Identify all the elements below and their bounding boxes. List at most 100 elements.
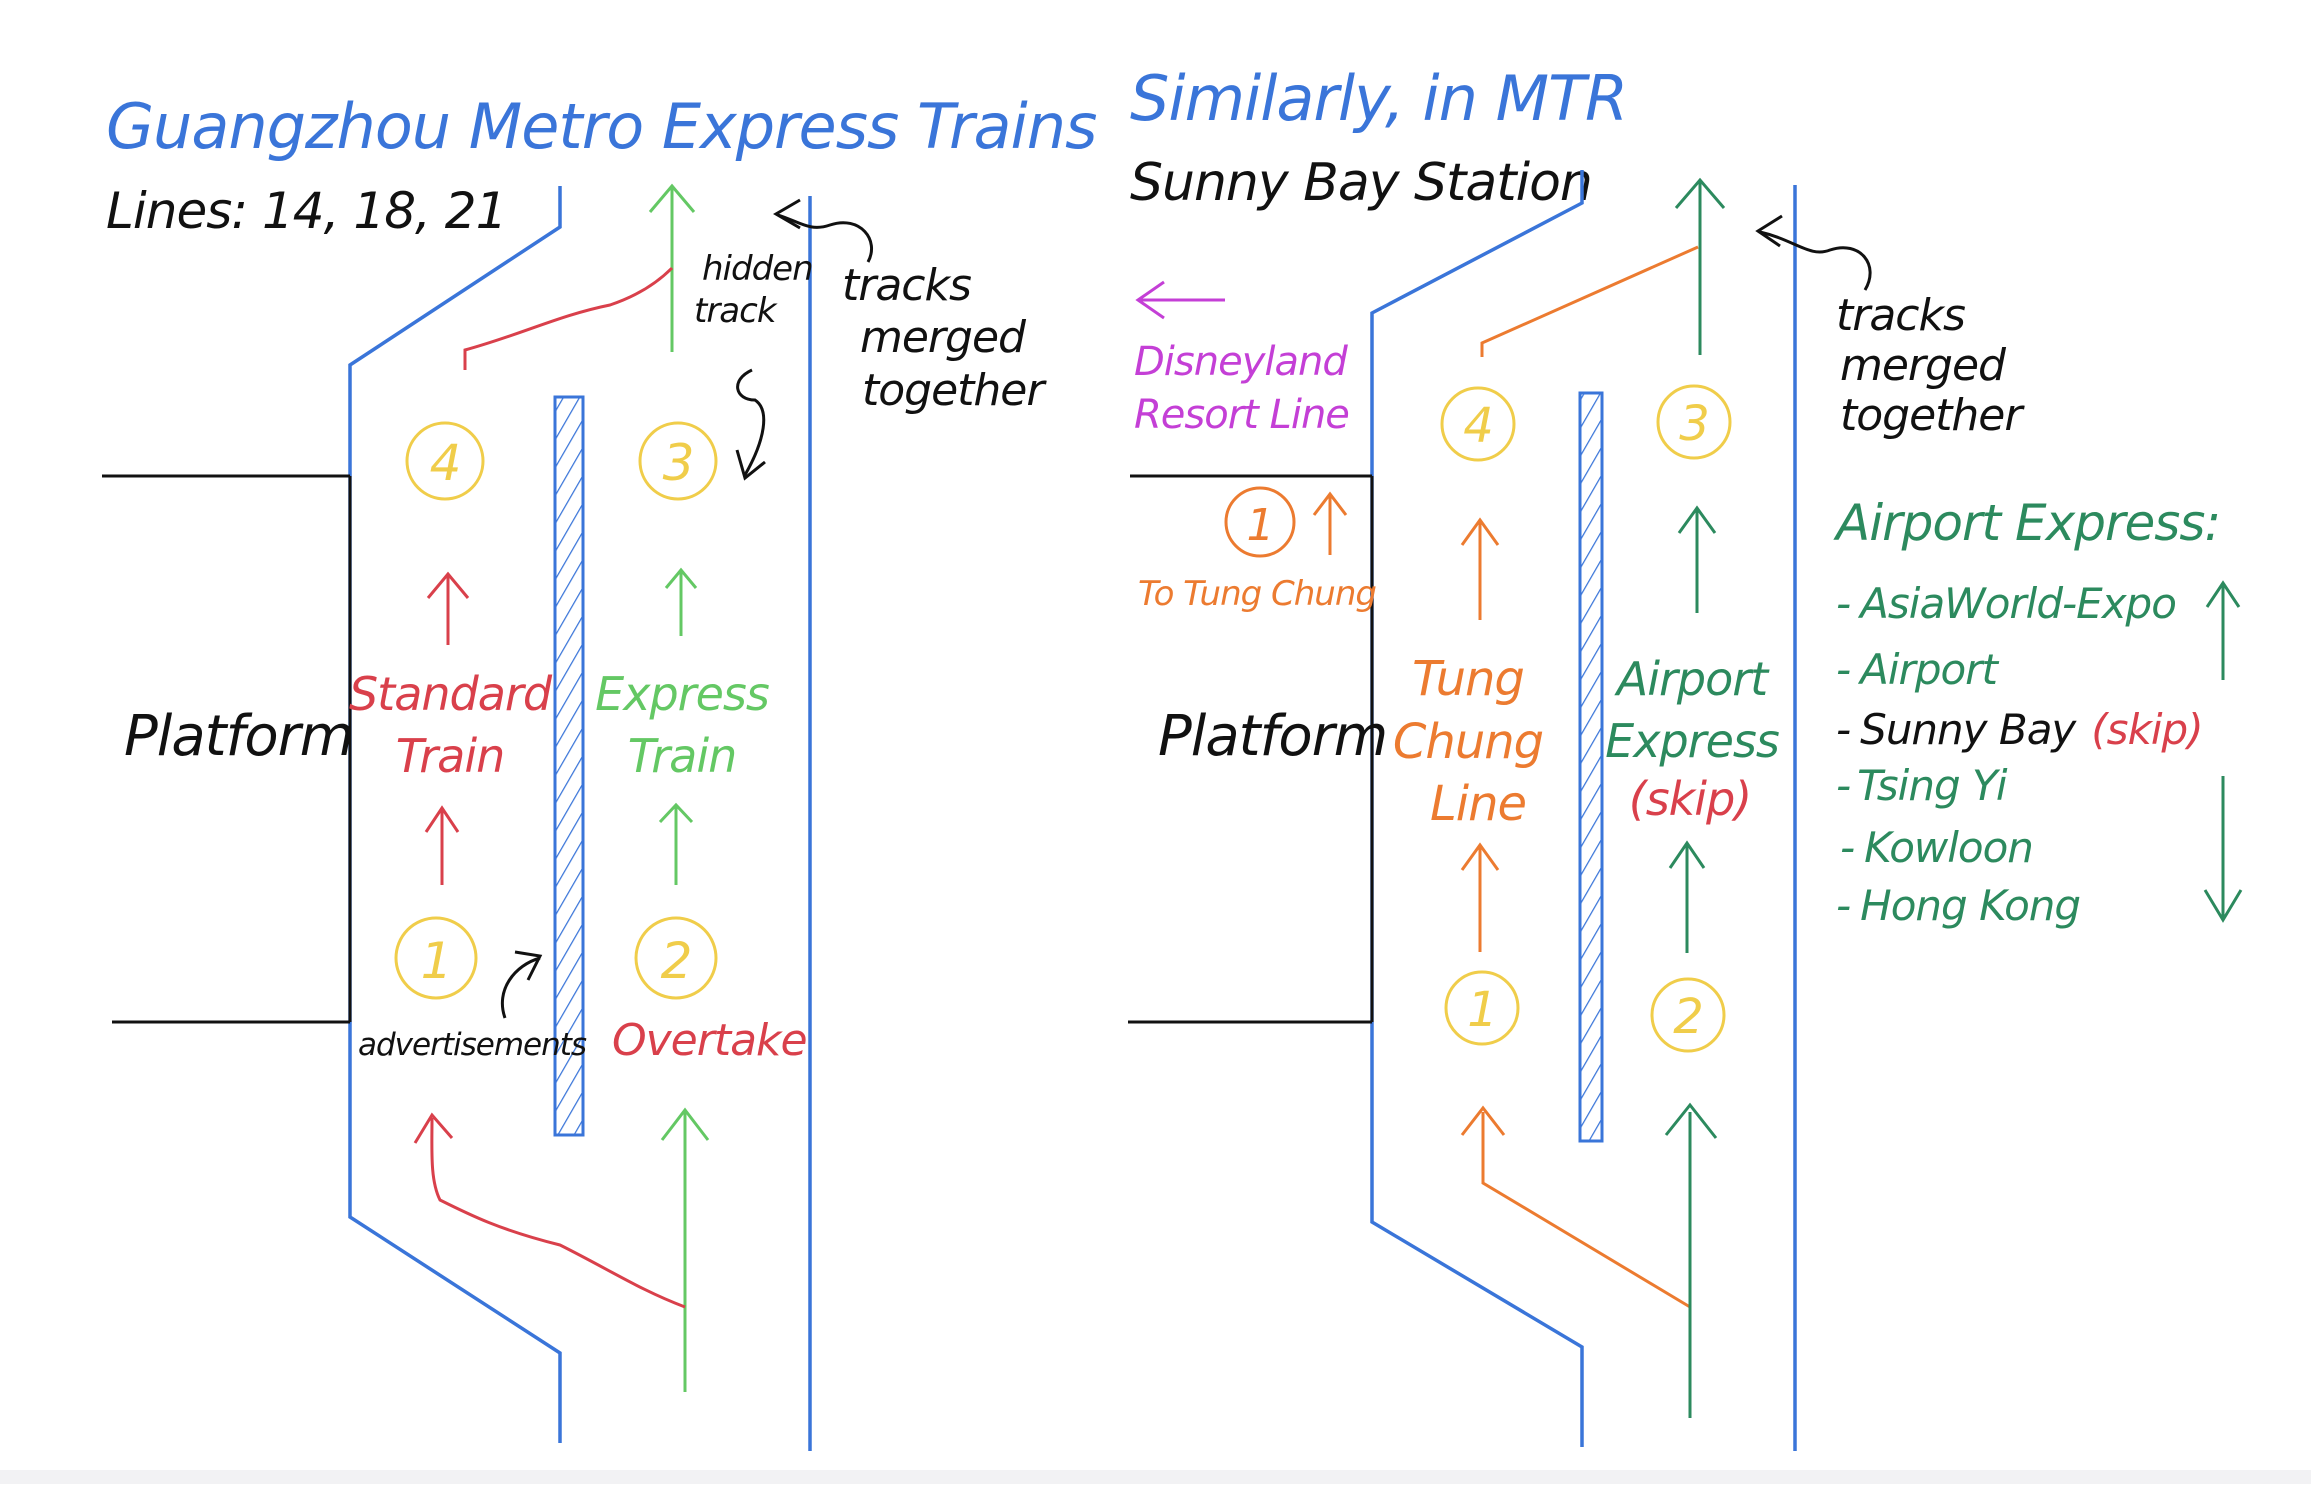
right-airport-label-2: Express bbox=[1605, 714, 1779, 768]
right-circle-2-label: 2 bbox=[1673, 989, 1703, 1045]
right-orange-arrowhead-upper bbox=[1460, 517, 1500, 546]
left-standard-arrowhead-lower bbox=[424, 805, 460, 833]
left-hidden-label-1: hidden bbox=[702, 249, 813, 289]
left-divider-wall bbox=[553, 395, 585, 1137]
left-circle-4-label: 4 bbox=[430, 434, 461, 492]
right-circle-1 bbox=[1444, 970, 1520, 1046]
left-standard-track-top bbox=[463, 266, 674, 370]
station-dash: - bbox=[1836, 761, 1850, 810]
left-circle-2 bbox=[634, 916, 718, 1000]
left-panel: Guangzhou Metro Express Trains Lines: 14… bbox=[102, 90, 1097, 1451]
left-express-label-2: Train bbox=[628, 729, 737, 783]
right-teal-arrowhead-lower bbox=[1668, 840, 1706, 869]
right-merged-arrow bbox=[1759, 230, 1872, 291]
right-circle-1-small bbox=[1224, 486, 1296, 558]
right-platform-label: Platform bbox=[1158, 704, 1387, 769]
left-circle-1 bbox=[394, 916, 478, 1000]
right-merged-label-2: merged bbox=[1840, 340, 2007, 391]
left-merged-arrowhead bbox=[773, 198, 801, 230]
right-tungchung-up-arrowhead bbox=[1312, 491, 1348, 516]
left-standard-label-1: Standard bbox=[349, 667, 553, 721]
right-teal-arrowhead-top bbox=[1674, 177, 1726, 209]
right-airport-label-3: (skip) bbox=[1629, 772, 1751, 826]
right-merged-label-3: together bbox=[1840, 390, 2025, 441]
right-circle-3 bbox=[1656, 384, 1732, 460]
station-name: Hong Kong bbox=[1860, 881, 2080, 930]
right-teal-arrowhead-bottom bbox=[1664, 1102, 1718, 1139]
left-standard-track-bottom bbox=[430, 1117, 686, 1309]
left-overtake-label: Overtake bbox=[612, 1015, 807, 1066]
footer-strip bbox=[0, 1470, 2311, 1484]
left-express-label-1: Express bbox=[595, 667, 769, 721]
right-title: Similarly, in MTR bbox=[1130, 62, 1627, 135]
right-orange-track-bottom bbox=[1481, 1112, 1691, 1309]
left-merged-label-1: tracks bbox=[842, 260, 971, 311]
left-circle-3 bbox=[638, 421, 718, 501]
left-standard-label-2: Train bbox=[396, 729, 505, 783]
right-merged-arrowhead bbox=[1755, 214, 1783, 248]
right-circle-4 bbox=[1440, 386, 1516, 462]
left-title: Guangzhou Metro Express Trains bbox=[106, 90, 1096, 163]
station-dash: - bbox=[1836, 645, 1850, 694]
station-name: Tsing Yi bbox=[1857, 761, 2008, 810]
station-dash: - bbox=[1840, 823, 1854, 872]
left-platform-label: Platform bbox=[124, 704, 353, 769]
right-legend-title: Airport Express: bbox=[1833, 494, 2220, 552]
right-to-tung-chung-label: To Tung Chung bbox=[1138, 574, 1376, 614]
left-express-arrowhead-bottom bbox=[660, 1107, 710, 1141]
left-subtitle: Lines: 14, 18, 21 bbox=[106, 182, 506, 240]
left-wall-outline bbox=[348, 186, 562, 1443]
left-hidden-label-2: track bbox=[694, 291, 778, 331]
left-advertisements-label: advertisements bbox=[358, 1027, 587, 1063]
left-hidden-arrow bbox=[736, 368, 766, 476]
station-row: -Hong Kong bbox=[1836, 881, 2080, 930]
station-dash: - bbox=[1836, 705, 1850, 754]
station-note: (skip) bbox=[2091, 705, 2202, 754]
right-panel: Similarly, in MTR Sunny Bay Station Plat… bbox=[1128, 62, 2243, 1451]
left-express-arrowhead-top bbox=[648, 183, 696, 213]
station-name: Sunny Bay bbox=[1860, 705, 2077, 754]
left-merged-arrow bbox=[777, 213, 874, 263]
left-circle-1-label: 1 bbox=[421, 932, 452, 990]
right-disney-arrowhead bbox=[1135, 280, 1165, 320]
left-standard-arrowhead-bottom bbox=[413, 1112, 454, 1144]
right-station-list: -AsiaWorld-Expo -Airport -Sunny Bay(skip… bbox=[1836, 579, 2204, 930]
right-circle-3-label: 3 bbox=[1679, 396, 1709, 452]
left-ads-arrow bbox=[500, 956, 541, 1019]
right-orange-arrowhead-lower bbox=[1460, 842, 1500, 871]
station-row: -Airport bbox=[1836, 645, 1999, 694]
right-tungchung-label-1: Tung bbox=[1412, 651, 1524, 707]
right-orange-track-top bbox=[1480, 245, 1699, 357]
right-teal-arrowhead-upper bbox=[1677, 505, 1717, 534]
station-row: -Sunny Bay (skip) bbox=[1836, 705, 2203, 754]
station-name: AsiaWorld-Expo bbox=[1857, 579, 2176, 628]
right-circle-2 bbox=[1650, 977, 1726, 1053]
right-circle-4-label: 4 bbox=[1463, 398, 1493, 454]
station-dash: - bbox=[1836, 579, 1850, 628]
right-subtitle: Sunny Bay Station bbox=[1130, 153, 1592, 213]
station-name: Kowloon bbox=[1864, 823, 2033, 872]
station-row: -Kowloon bbox=[1840, 823, 2033, 872]
left-merged-label-2: merged bbox=[860, 312, 1027, 363]
station-row: -Tsing Yi bbox=[1836, 761, 2008, 810]
right-legend-up-arrowhead bbox=[2205, 580, 2241, 608]
left-express-arrowhead-lower bbox=[658, 802, 694, 824]
right-circle-1-label: 1 bbox=[1467, 982, 1497, 1038]
station-row: -AsiaWorld-Expo bbox=[1836, 579, 2176, 628]
station-name: Airport bbox=[1857, 645, 1999, 694]
right-orange-arrowhead-bottom bbox=[1460, 1105, 1506, 1136]
right-legend-down-arrowhead bbox=[2203, 889, 2243, 923]
station-dash: - bbox=[1836, 881, 1850, 930]
left-express-arrowhead-upper bbox=[664, 567, 698, 589]
right-merged-label-1: tracks bbox=[1836, 290, 1965, 341]
left-ads-arrowhead bbox=[514, 950, 543, 981]
right-divider-wall bbox=[1578, 391, 1604, 1143]
right-tungchung-label-3: Line bbox=[1430, 776, 1526, 832]
left-circle-4 bbox=[405, 421, 485, 501]
right-disney-label-1: Disneyland bbox=[1134, 339, 1348, 385]
left-circle-2-label: 2 bbox=[661, 932, 692, 990]
left-hidden-arrowhead bbox=[735, 449, 766, 481]
left-circle-3-label: 3 bbox=[663, 434, 694, 492]
